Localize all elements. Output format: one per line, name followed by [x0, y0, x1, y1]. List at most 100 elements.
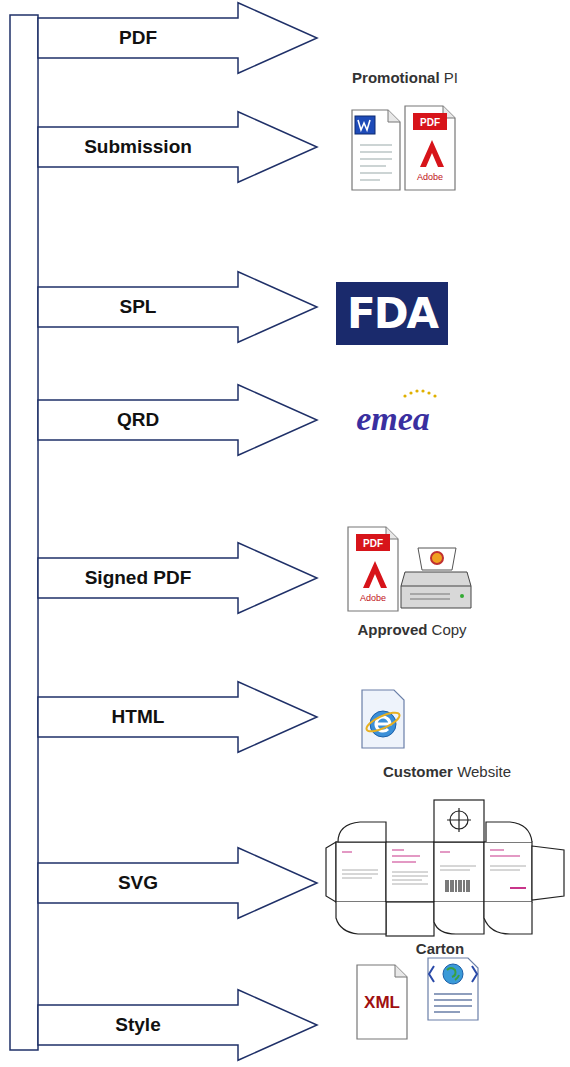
- top-lid: [434, 800, 484, 842]
- adobe-logo: [420, 140, 444, 167]
- star: [433, 394, 436, 397]
- fda-logo-text: FDA: [347, 291, 437, 337]
- top-flap: [338, 822, 386, 842]
- printer-paper: [418, 548, 456, 570]
- arrow-outline: [38, 682, 317, 753]
- adobe-text: Adobe: [417, 173, 443, 183]
- caption-emphasis: Promotional: [352, 69, 440, 86]
- printer-edge: [401, 586, 471, 587]
- carton-print: [342, 850, 526, 892]
- pdf-badge: [356, 534, 390, 551]
- arrow-shape: [38, 2, 318, 74]
- globe-land: [447, 968, 459, 980]
- star: [415, 389, 418, 392]
- bottom-flap: [484, 902, 532, 934]
- arrow-box: Submission: [38, 111, 318, 183]
- ie-ring: [364, 709, 402, 735]
- page-outline: [362, 690, 404, 748]
- side-flap: [532, 846, 564, 900]
- page-fold: [395, 965, 407, 977]
- adobe-logo: [363, 561, 387, 588]
- arrow-box: HTML: [38, 681, 318, 753]
- page-outline: [348, 527, 398, 611]
- page-outline: [405, 106, 455, 190]
- arrow-label: Style: [38, 1005, 238, 1045]
- page-fold: [388, 110, 400, 122]
- printer-body: [401, 572, 471, 608]
- bottom-lid: [386, 902, 434, 936]
- color-wheel: [431, 552, 443, 564]
- arrow-box: QRD: [38, 384, 318, 456]
- printer-slot: [410, 594, 450, 599]
- pack-small-print: [342, 866, 526, 884]
- word-icon: [352, 110, 400, 190]
- pdf-badge: [413, 113, 447, 130]
- emea-logo-text: emea: [356, 400, 430, 437]
- fda-logo: [336, 282, 448, 345]
- globe: [443, 964, 463, 984]
- arrow-shape: [38, 271, 318, 343]
- arrow-label: SPL: [38, 287, 238, 327]
- arrow-outline: [38, 385, 317, 456]
- page-outline: [428, 958, 478, 1020]
- arrow-box: PDF: [38, 2, 318, 74]
- pdf-badge-text: PDF: [363, 538, 383, 549]
- arrow-outline: [38, 272, 317, 343]
- arrow-shape: [38, 384, 318, 456]
- pack-text: [342, 850, 520, 862]
- emea-stars: [403, 389, 436, 397]
- top-flap: [486, 822, 532, 842]
- star: [409, 391, 412, 394]
- text-lines: [360, 145, 392, 180]
- caption-rest: Copy: [427, 621, 466, 638]
- printer-icon: [401, 548, 471, 608]
- bottom-flap: [336, 902, 386, 934]
- star: [421, 389, 424, 392]
- page-outline: [357, 965, 407, 1039]
- pdf-badge-text: PDF: [420, 117, 440, 128]
- arrow-box: SVG: [38, 847, 318, 919]
- lid-cross: [447, 808, 471, 832]
- arrow-box: Signed PDF: [38, 542, 318, 614]
- caption-rest: Website: [453, 763, 511, 780]
- arrow-outline: [38, 543, 317, 614]
- adobe-text: Adobe: [360, 594, 386, 604]
- word-badge: [355, 116, 375, 134]
- caption-emphasis: Approved: [357, 621, 427, 638]
- arrow-label: QRD: [38, 400, 238, 440]
- arrow-shape: [38, 847, 318, 919]
- arrow-label: HTML: [38, 697, 238, 737]
- arrow-outline: [38, 112, 317, 183]
- page-outline: [352, 110, 400, 190]
- web-doc-icon: [428, 958, 478, 1020]
- icon-caption: Carton: [416, 941, 464, 958]
- carton-panel: [434, 842, 484, 902]
- arrow-outline: [38, 3, 317, 74]
- xml-icon-text: XML: [364, 994, 400, 1013]
- icon-caption: Promotional PI: [352, 70, 458, 87]
- bus-bar: [10, 15, 38, 1050]
- word-mark: [358, 120, 370, 130]
- xml-icon: [357, 965, 407, 1039]
- carton-panel: [484, 842, 532, 902]
- arrow-shape: [38, 681, 318, 753]
- pdf-icon: [348, 527, 398, 611]
- arrow-label: Signed PDF: [38, 558, 238, 598]
- printer-led: [460, 594, 464, 598]
- carton-panel: [336, 842, 386, 902]
- star: [427, 391, 430, 394]
- icon-caption: Approved Copy: [357, 622, 466, 639]
- glue-flap: [326, 842, 336, 902]
- star: [403, 394, 406, 397]
- arrow-shape: [38, 989, 318, 1061]
- barcode: [446, 880, 469, 892]
- arrow-label: Submission: [38, 127, 238, 167]
- arrow-box: Style: [38, 989, 318, 1061]
- arrow-label: SVG: [38, 863, 238, 903]
- browser-icon: [362, 690, 404, 748]
- bottom-flap: [434, 902, 484, 934]
- caption-emphasis: Customer: [383, 763, 453, 780]
- text-lines: [434, 994, 472, 1012]
- arrow-outline: [38, 848, 317, 919]
